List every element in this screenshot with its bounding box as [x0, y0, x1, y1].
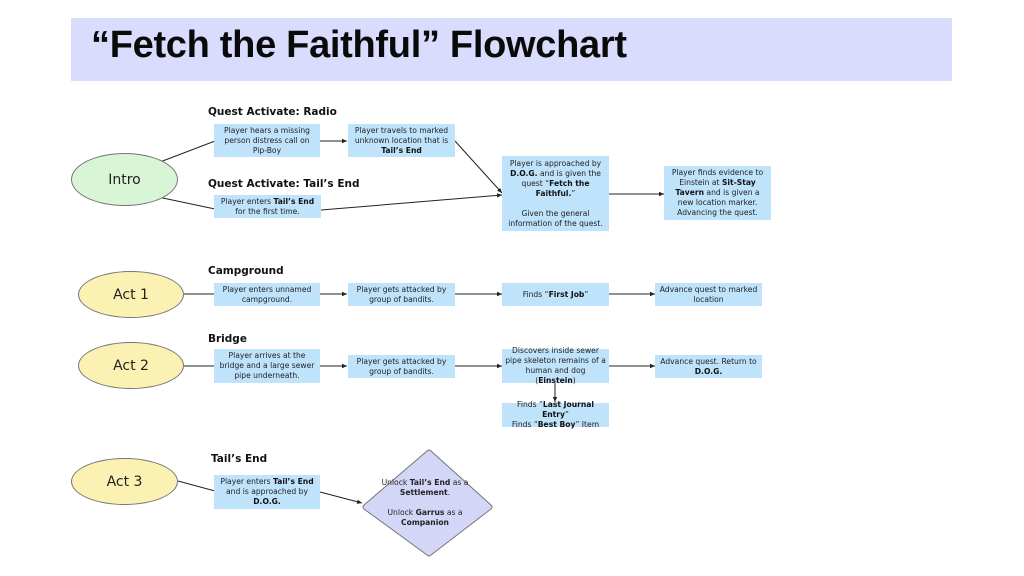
node-act1-first-job: Finds “First Job”: [502, 283, 609, 306]
node-act2-sewer-discovery: Discovers inside sewer pipe skeleton rem…: [502, 346, 609, 385]
link-intro-radio: [159, 140, 216, 163]
node-act2-bandits: Player gets attacked by group of bandits…: [348, 355, 455, 378]
node-tails-end-enter: Player enters Tail’s End for the first t…: [214, 195, 321, 218]
page-title: “Fetch the Faithful” Flowchart: [91, 24, 627, 66]
node-act1-advance: Advance quest to marked location: [655, 283, 762, 306]
section-label-bridge: Bridge: [208, 333, 247, 345]
node-act3-tails-end: Player enters Tail’s End and is approach…: [214, 475, 320, 509]
stage-act1-label: Act 1: [113, 286, 149, 303]
section-label-tails-end-intro: Quest Activate: Tail’s End: [208, 178, 360, 190]
link-tails1-dog: [320, 193, 503, 211]
section-label-campground: Campground: [208, 265, 284, 277]
link-act3-1: [177, 480, 216, 492]
link-radio2-dog: [454, 140, 503, 194]
stage-act3: Act 3: [71, 458, 178, 505]
link-intro-tails: [157, 196, 216, 210]
node-sit-stay-tavern: Player finds evidence to Einstein at Sit…: [664, 166, 771, 220]
node-radio-travel: Player travels to marked unknown locatio…: [348, 124, 455, 157]
node-act1-campground: Player enters unnamed campground.: [214, 283, 320, 306]
section-label-radio: Quest Activate: Radio: [208, 106, 337, 118]
title-banner: “Fetch the Faithful” Flowchart: [71, 18, 952, 81]
stage-intro-label: Intro: [108, 171, 141, 188]
node-act2-bridge: Player arrives at the bridge and a large…: [214, 349, 320, 383]
diamond-shape: [362, 449, 493, 557]
stage-intro: Intro: [71, 153, 178, 206]
node-act2-return-dog: Advance quest. Return to D.O.G.: [655, 355, 762, 378]
link-act3-diamond: [319, 491, 363, 504]
decision-unlocks: Unlock Tail’s End as a Settlement.Unlock…: [381, 478, 469, 527]
stage-act2-label: Act 2: [113, 357, 149, 374]
node-dog-quest-given: Player is approached by D.O.G. and is gi…: [502, 156, 609, 231]
stage-act3-label: Act 3: [106, 473, 143, 490]
stage-act1: Act 1: [78, 271, 184, 318]
node-act2-items-found: Finds “Last Journal Entry”Finds “Best Bo…: [502, 400, 609, 429]
section-label-tails-end-act3: Tail’s End: [211, 453, 268, 465]
stage-act2: Act 2: [78, 342, 184, 389]
node-radio-distress-call: Player hears a missing person distress c…: [214, 124, 320, 157]
node-act1-bandits: Player gets attacked by group of bandits…: [348, 283, 455, 306]
